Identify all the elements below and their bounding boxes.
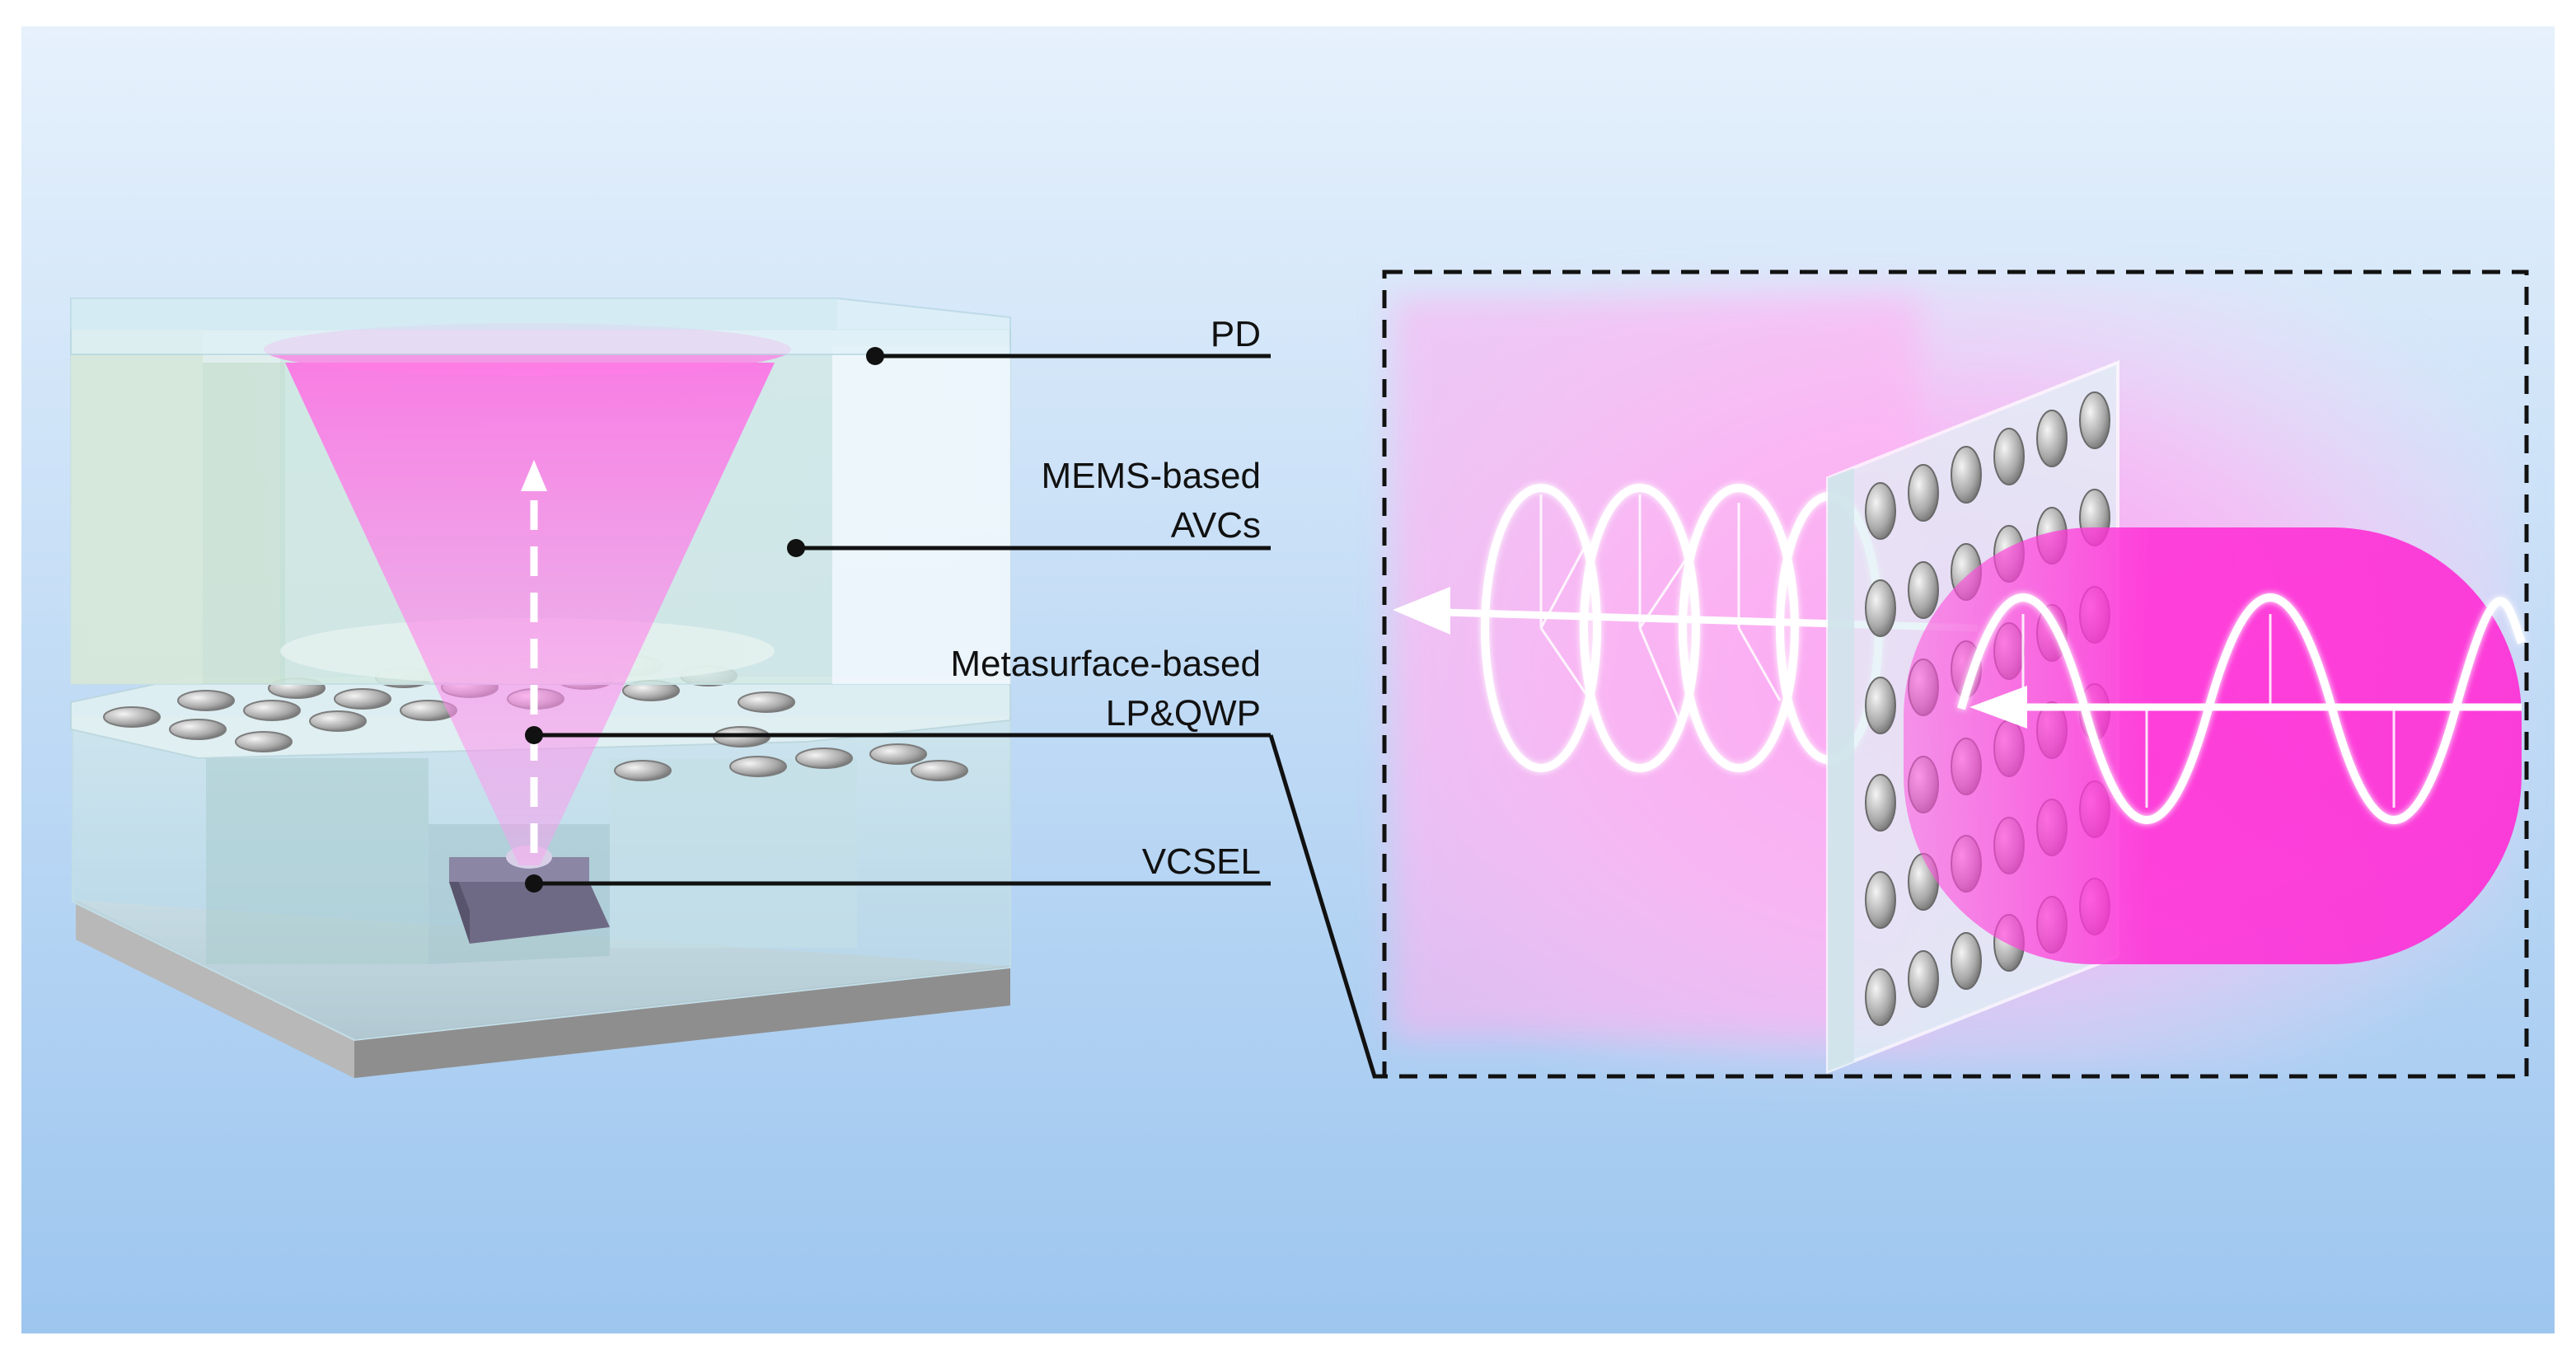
label-meta-line2: LP&QWP — [1106, 693, 1261, 733]
label-mems-line1: MEMS-based — [1041, 456, 1261, 496]
label-mems-line2: AVCs — [1171, 505, 1261, 546]
light-cone — [285, 363, 775, 865]
linear-polarization-wave — [1957, 593, 2526, 824]
zoom-inset — [1382, 269, 2529, 1079]
device-cross-section — [70, 298, 1011, 1078]
meta-atom-disc — [1951, 446, 1982, 504]
circular-polarization-wave — [1481, 484, 1883, 772]
label-meta-line1: Metasurface-based — [950, 644, 1261, 684]
output-arrowhead — [1393, 587, 1450, 635]
callout-dots — [525, 347, 884, 893]
meta-atom-disc — [1908, 561, 1939, 619]
callout-leaders — [534, 354, 1384, 1079]
meta-atom-disc — [1993, 428, 2025, 485]
incident-beam — [1904, 527, 2522, 964]
meta-atom-disc — [1865, 774, 1896, 832]
meta-atom-disc — [1865, 968, 1896, 1026]
meta-atom-disc — [2079, 391, 2110, 449]
beam-direction-arrow — [521, 460, 547, 853]
meta-atom-disc — [1865, 482, 1896, 540]
label-vcsel: VCSEL — [1142, 841, 1261, 882]
label-pd: PD — [1211, 314, 1261, 354]
input-arrowhead — [1969, 686, 2027, 729]
meta-atom-disc — [2036, 410, 2068, 467]
zoom-frame — [1382, 269, 2529, 1079]
meta-atom-disc — [1908, 950, 1939, 1008]
meta-atom-disc — [1865, 677, 1896, 734]
meta-atom-disc — [1865, 579, 1896, 637]
vcsel-chip — [449, 846, 610, 944]
meta-atom-disc — [1951, 932, 1982, 990]
meta-atom-disc — [1908, 464, 1939, 522]
meta-atom-disc — [1865, 871, 1896, 929]
pd-layer — [70, 298, 1011, 355]
